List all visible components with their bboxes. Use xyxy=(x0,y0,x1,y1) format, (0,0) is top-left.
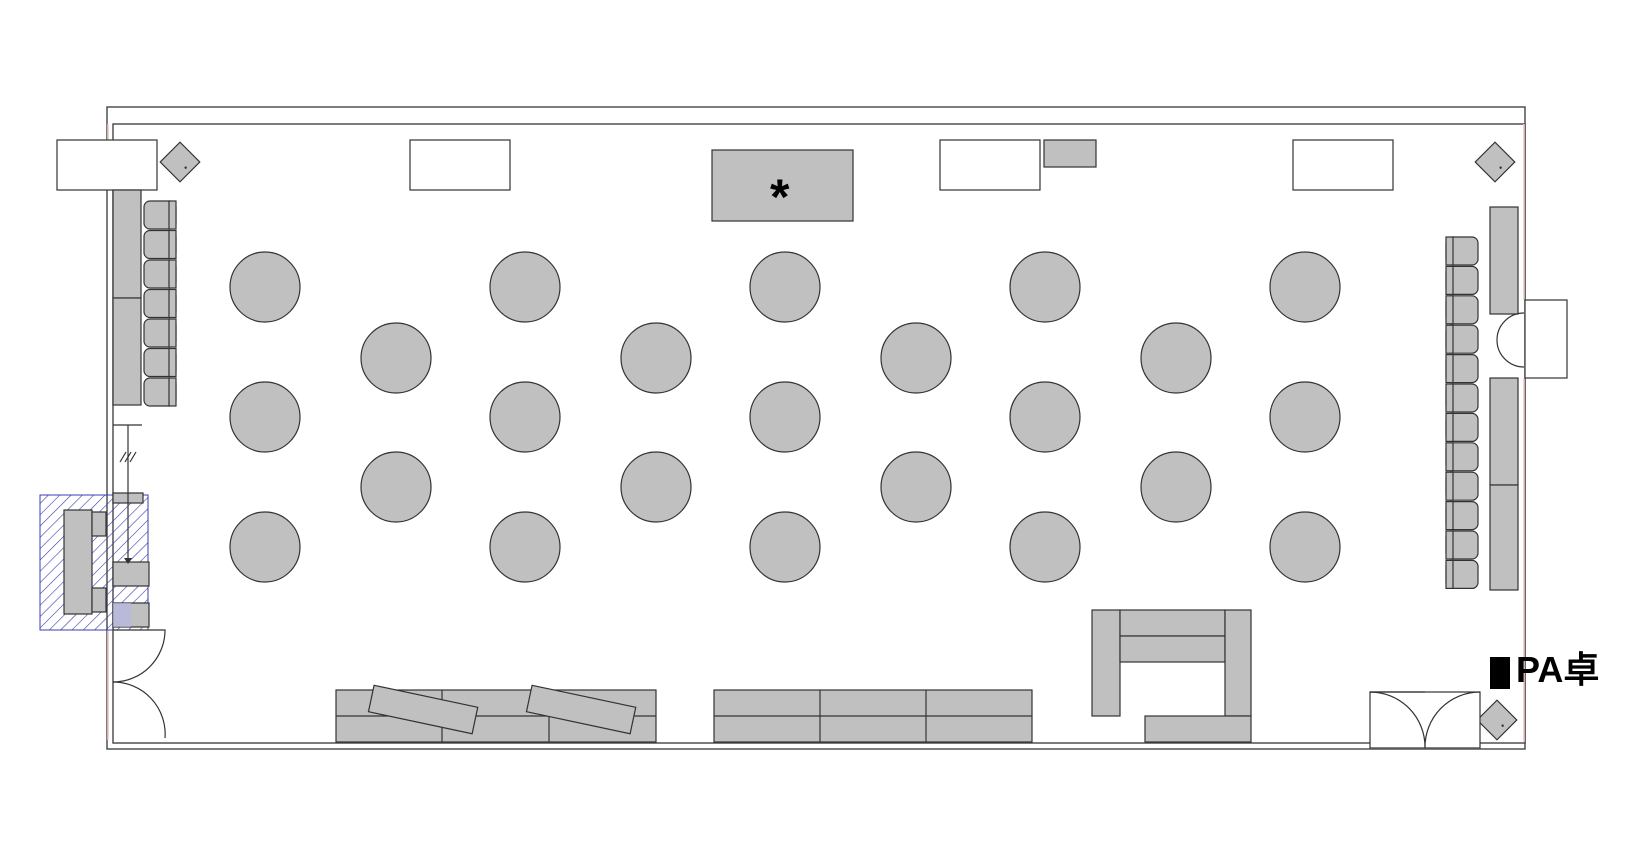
pa-desk-marker xyxy=(1490,657,1510,689)
left-bench xyxy=(112,189,142,406)
entrance-box xyxy=(56,139,158,191)
round-table xyxy=(229,381,301,453)
chair xyxy=(1445,265,1479,295)
stage xyxy=(711,149,854,222)
stage-mark: * xyxy=(770,169,790,225)
stacked-tables-middle xyxy=(713,689,1033,743)
round-table xyxy=(1269,251,1341,323)
left-chairs xyxy=(143,200,177,407)
round-table xyxy=(360,451,432,523)
chair xyxy=(1445,354,1479,384)
reception-area xyxy=(39,424,150,631)
round-table xyxy=(489,511,561,583)
pa-desk-label: PA卓 xyxy=(1516,649,1600,690)
round-table xyxy=(620,322,692,394)
round-table xyxy=(880,322,952,394)
round-table xyxy=(1009,511,1081,583)
chair xyxy=(1445,501,1479,531)
chair xyxy=(143,259,177,289)
chair xyxy=(143,318,177,348)
double-door xyxy=(1369,691,1481,749)
wall-panel-2 xyxy=(939,139,1041,191)
right-bench xyxy=(1489,206,1519,591)
right-chairs xyxy=(1445,236,1479,590)
round-table xyxy=(749,381,821,453)
round-table xyxy=(489,381,561,453)
round-table xyxy=(749,511,821,583)
round-table xyxy=(749,251,821,323)
speaker-icon xyxy=(159,141,201,183)
chair xyxy=(143,200,177,230)
right-door xyxy=(1496,299,1568,379)
round-table xyxy=(229,251,301,323)
round-table xyxy=(229,511,301,583)
round-table xyxy=(620,451,692,523)
chair xyxy=(143,377,177,407)
chair xyxy=(1445,442,1479,472)
chair xyxy=(1445,530,1479,560)
left-door xyxy=(112,629,166,739)
round-table xyxy=(1140,322,1212,394)
chair xyxy=(1445,295,1479,325)
chair xyxy=(1445,412,1479,442)
chair xyxy=(1445,559,1479,590)
round-table xyxy=(1009,251,1081,323)
stacked-tables-left xyxy=(335,684,657,743)
round-tables xyxy=(229,251,1341,583)
wall-panel-1 xyxy=(409,139,511,191)
round-table xyxy=(360,322,432,394)
round-table xyxy=(880,451,952,523)
chair xyxy=(1445,383,1479,413)
round-table xyxy=(1009,381,1081,453)
chair xyxy=(143,229,177,260)
chair xyxy=(143,347,177,378)
round-table xyxy=(1269,511,1341,583)
speaker-icon xyxy=(1474,141,1516,183)
speaker-icon xyxy=(1476,699,1518,741)
wall-cabinet xyxy=(1043,139,1097,168)
round-table xyxy=(489,251,561,323)
round-table xyxy=(1140,451,1212,523)
chair xyxy=(1445,236,1479,266)
chair xyxy=(1445,471,1479,501)
round-table xyxy=(1269,381,1341,453)
table-cluster xyxy=(1091,609,1252,743)
chair xyxy=(143,288,177,319)
chair xyxy=(1445,324,1479,354)
wall-panel-3 xyxy=(1292,139,1394,191)
